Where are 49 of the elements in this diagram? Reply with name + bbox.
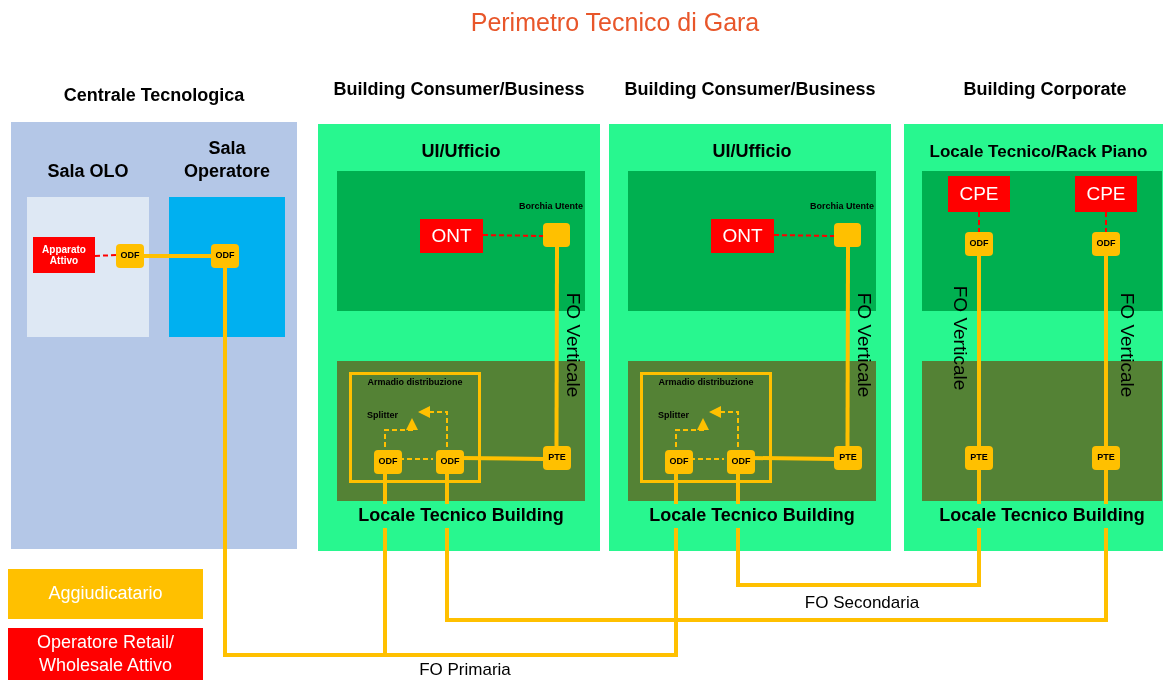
pte-box: PTE	[965, 446, 993, 470]
odf-box: ODF	[1092, 232, 1120, 256]
device-box: Apparato Attivo	[33, 237, 95, 273]
odf-box: ODF	[727, 450, 755, 474]
fiber-line	[1104, 256, 1108, 446]
edge-label: FO Verticale	[562, 292, 584, 398]
dashed-arrow	[709, 406, 739, 448]
fiber-line	[445, 470, 1108, 622]
edge-label: FO Verticale	[1116, 292, 1138, 398]
device-box: CPE	[1075, 176, 1137, 212]
device-box: CPE	[948, 176, 1010, 212]
odf-box: ODF	[965, 232, 993, 256]
room-heading: Locale Tecnico Building	[937, 504, 1147, 528]
fiber-line	[554, 247, 559, 446]
edge-label: FO Verticale	[949, 285, 971, 391]
cabinet-frame	[349, 372, 481, 483]
dashed-arrow	[384, 418, 418, 448]
pte-box: PTE	[1092, 446, 1120, 470]
fiber-line	[977, 256, 981, 446]
device-box: ONT	[420, 219, 483, 253]
splitter-label: Splitter	[367, 407, 423, 423]
odf-box: ODF	[116, 244, 144, 268]
dashed-line	[482, 234, 544, 237]
dashed-line	[978, 211, 980, 233]
edge-label: FO Verticale	[853, 292, 875, 398]
pte-box: PTE	[543, 446, 571, 470]
dashed-line	[1105, 211, 1107, 233]
odf-box: ODF	[665, 450, 693, 474]
cabinet-frame	[640, 372, 772, 483]
legend-label: Operatore Retail/ Wholesale Attivo	[35, 630, 176, 677]
room-heading: Locale Tecnico Building	[356, 504, 566, 528]
fiber-line	[845, 247, 850, 446]
odf-box: ODF	[436, 450, 464, 474]
cabinet-label: Armadio distribuzione	[366, 377, 464, 389]
odf-box: ODF	[374, 450, 402, 474]
room-heading: Locale Tecnico Building	[647, 504, 857, 528]
fiber-line	[144, 254, 211, 258]
dashed-line	[94, 254, 117, 257]
diagram-title: Perimetro Tecnico di Gara	[469, 8, 761, 38]
dashed-line	[773, 234, 835, 237]
legend-label: Aggiudicatario	[48, 582, 163, 606]
odf-box: ODF	[211, 244, 239, 268]
splitter-label: Splitter	[658, 407, 714, 423]
dashed-arrow	[418, 406, 448, 448]
dashed-arrow	[675, 418, 709, 448]
pte-box: PTE	[834, 446, 862, 470]
device-box: ONT	[711, 219, 774, 253]
cabinet-label: Armadio distribuzione	[657, 377, 755, 389]
fiber-line	[736, 470, 981, 587]
